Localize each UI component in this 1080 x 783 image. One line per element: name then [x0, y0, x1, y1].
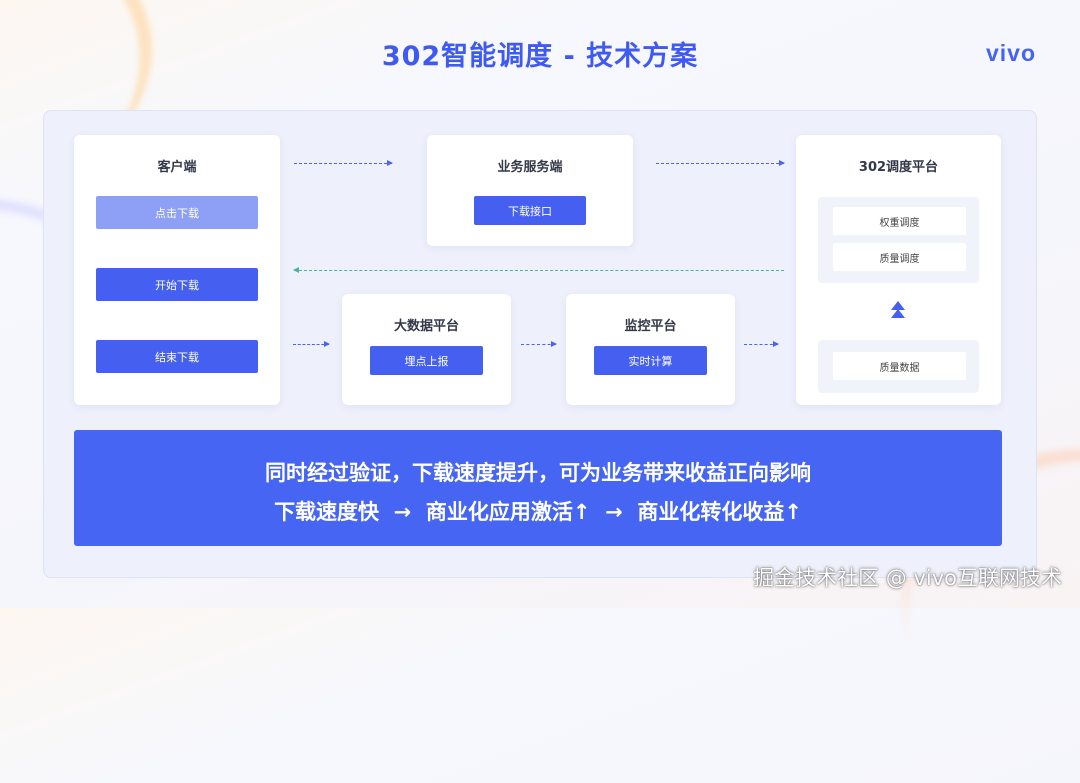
quality-data-chip: 质量数据	[833, 352, 966, 380]
arrow-client-to-business	[294, 160, 393, 166]
arrow-monitor-to-scheduler	[744, 341, 779, 347]
client-title: 客户端	[157, 160, 197, 175]
client-card: 客户端 点击下载 开始下载 结束下载	[74, 135, 280, 405]
arrow-business-to-scheduler	[656, 160, 785, 166]
end-download-button[interactable]: 结束下载	[96, 340, 258, 373]
bigdata-title: 大数据平台	[393, 319, 459, 334]
vivo-logo: vivo	[985, 40, 1036, 66]
slide-title: 302智能调度 - 技术方案	[381, 41, 699, 72]
monitor-title: 监控平台	[624, 319, 677, 334]
arrow-scheduler-to-client	[293, 267, 784, 273]
watermark: 掘金技术社区 @ vivo互联网技术	[753, 566, 1062, 590]
banner-line-2: 下载速度快 → 商业化应用激活↑ → 商业化转化收益↑	[274, 500, 802, 524]
scheduler-data-group: 质量数据	[818, 340, 979, 393]
monitor-card: 监控平台 实时计算	[566, 294, 735, 405]
scheduler-strategy-group: 权重调度 质量调度	[818, 197, 979, 283]
start-download-button[interactable]: 开始下载	[96, 268, 258, 301]
banner-line-1: 同时经过验证，下载速度提升，可为业务带来收益正向影响	[265, 461, 811, 485]
bigdata-card: 大数据平台 埋点上报	[342, 294, 511, 405]
business-service-card: 业务服务端 下载接口	[427, 135, 633, 246]
up-arrow-icon	[891, 301, 905, 318]
click-download-button[interactable]: 点击下载	[96, 196, 258, 229]
arrow-bigdata-to-monitor	[521, 341, 557, 347]
quality-schedule-chip: 质量调度	[833, 243, 966, 271]
scheduler-card: 302调度平台 权重调度 质量调度 质量数据	[796, 135, 1001, 405]
conclusion-banner: 同时经过验证，下载速度提升，可为业务带来收益正向影响 下载速度快 → 商业化应用…	[74, 430, 1002, 546]
scheduler-title: 302调度平台	[858, 160, 939, 175]
realtime-compute-button[interactable]: 实时计算	[594, 346, 707, 375]
weight-schedule-chip: 权重调度	[833, 207, 966, 235]
tracking-report-button[interactable]: 埋点上报	[370, 346, 483, 375]
download-api-button[interactable]: 下载接口	[474, 196, 586, 225]
business-service-title: 业务服务端	[497, 160, 563, 175]
arrow-client-to-bigdata	[293, 341, 330, 347]
